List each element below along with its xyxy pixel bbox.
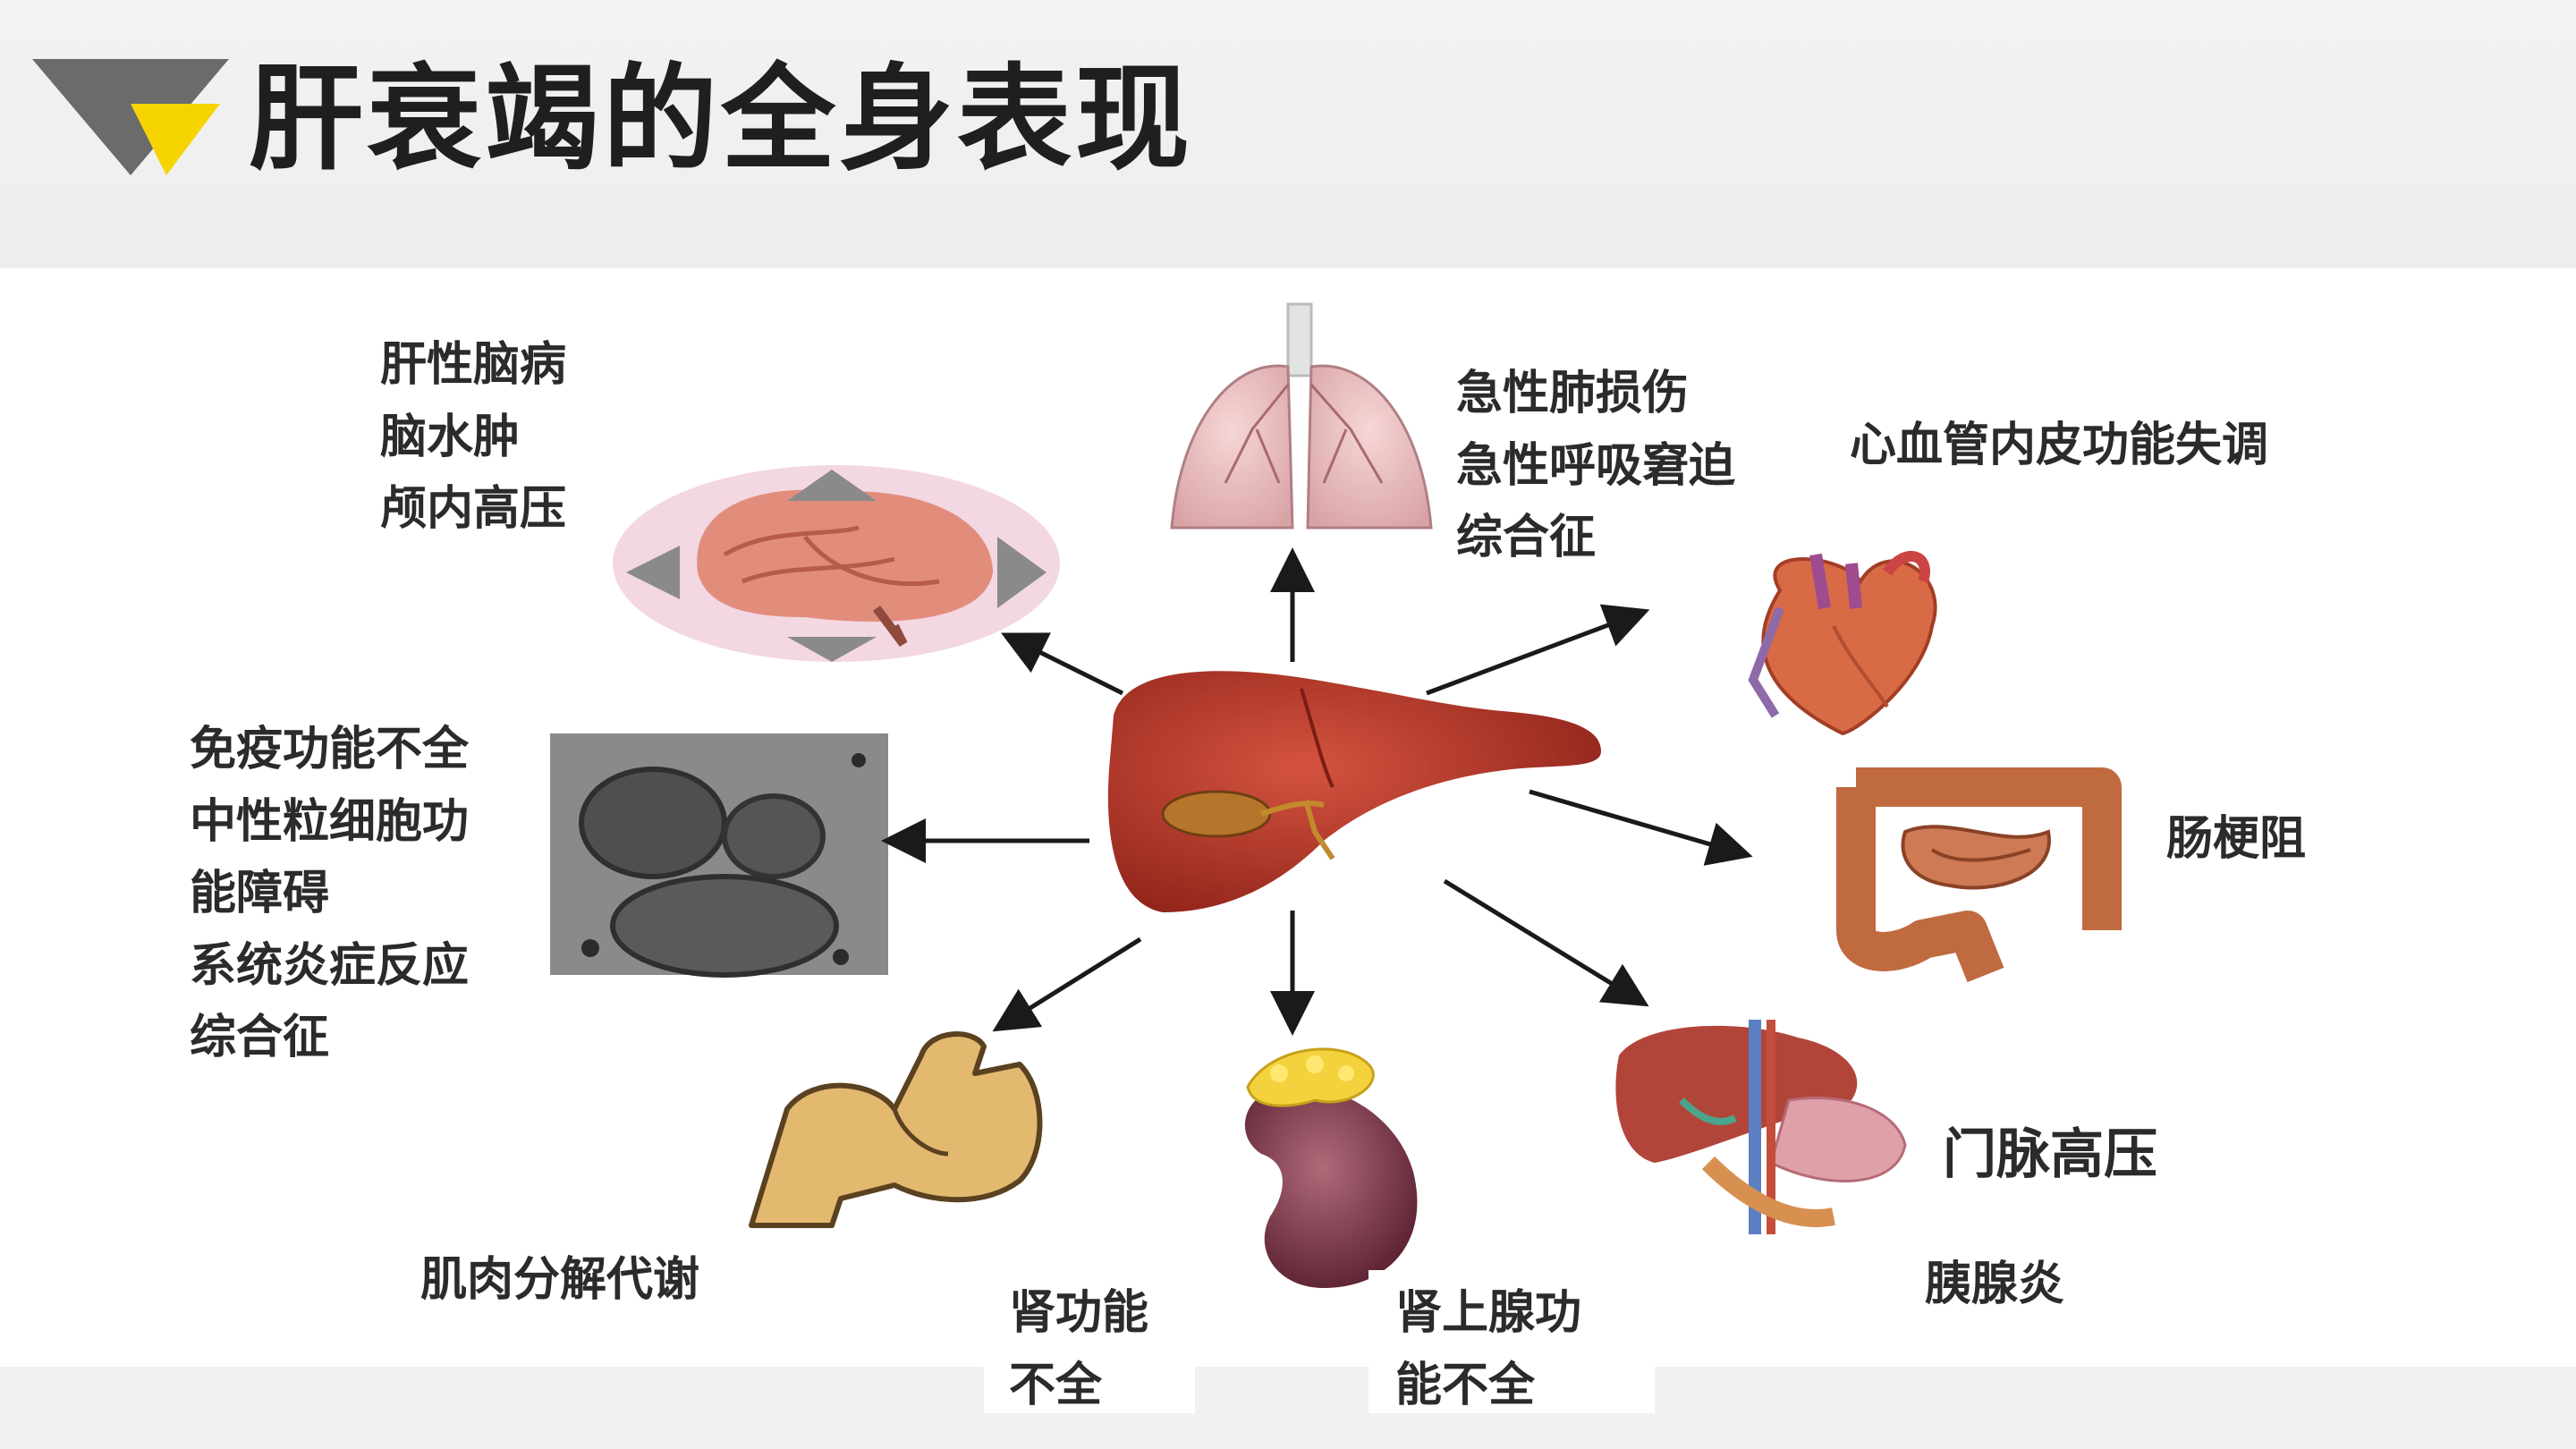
footer-band (0, 1367, 2576, 1449)
arrows (881, 547, 1753, 1036)
intestine-label: 肠梗阻 (2166, 812, 2307, 866)
arrow-to-intestine (1529, 789, 1753, 866)
abdominal-organs-illustration (1610, 1011, 1919, 1248)
immune-label-line: 免疫功能不全 (190, 723, 470, 776)
arrow-to-heart (1426, 604, 1650, 696)
kidney-label-line: 肾功能 (1009, 1286, 1149, 1340)
intestine-illustration (1816, 756, 2147, 1002)
lung-label-line: 急性呼吸窘迫 (1456, 438, 1736, 493)
brain-label-line: 肝性脑病 (380, 338, 567, 392)
adrenal-label: 肾上腺功 能不全 (1395, 1277, 1581, 1421)
lung-label: 急性肺损伤 急性呼吸窘迫 综合征 (1456, 358, 1735, 574)
adrenal-label-line: 能不全 (1395, 1358, 1536, 1412)
triangle-logo-icon (32, 59, 229, 175)
immune-label: 免疫功能不全 中性粒细胞功 能障碍 系统炎症反应 综合征 (190, 714, 469, 1074)
adrenal-label-line: 肾上腺功 (1395, 1286, 1582, 1340)
muscle-label: 肌肉分解代谢 (420, 1253, 700, 1307)
arrow-to-abdomen (1443, 878, 1649, 1007)
lung-label-line: 急性肺损伤 (1456, 367, 1690, 420)
brain-label-line: 颅内高压 (380, 482, 567, 537)
pancreas-label: 胰腺炎 (1925, 1258, 2065, 1311)
lung-label-line: 综合征 (1456, 511, 1597, 565)
liver-illustration (1107, 671, 1601, 912)
portal-label: 门脉高压 (1943, 1123, 2157, 1186)
immune-label-line: 中性粒细胞功 (190, 794, 470, 849)
header-band (0, 0, 2576, 268)
page-title: 肝衰竭的全身表现 (249, 53, 1194, 186)
heart-label: 心血管内皮功能失调 (1850, 419, 2269, 472)
immune-label-line: 综合征 (190, 1011, 330, 1065)
lungs-illustration (1165, 300, 1434, 541)
heart-illustration (1690, 546, 1995, 747)
arrow-to-brain (1001, 632, 1124, 696)
brain-label: 肝性脑病 脑水肿 颅内高压 (380, 329, 566, 546)
kidney-label-line: 不全 (1009, 1358, 1103, 1412)
brain-illustration (613, 465, 1060, 662)
muscle-arm-illustration (732, 997, 1055, 1232)
arrow-to-muscle (992, 936, 1142, 1032)
immune-label-line: 能障碍 (190, 867, 330, 921)
brain-label-line: 脑水肿 (380, 410, 521, 464)
kidney-label: 肾功能 不全 (1009, 1277, 1148, 1421)
kidney-illustration (1185, 1033, 1445, 1292)
cell-micrograph-illustration (550, 733, 888, 978)
immune-label-line: 系统炎症反应 (190, 938, 470, 993)
